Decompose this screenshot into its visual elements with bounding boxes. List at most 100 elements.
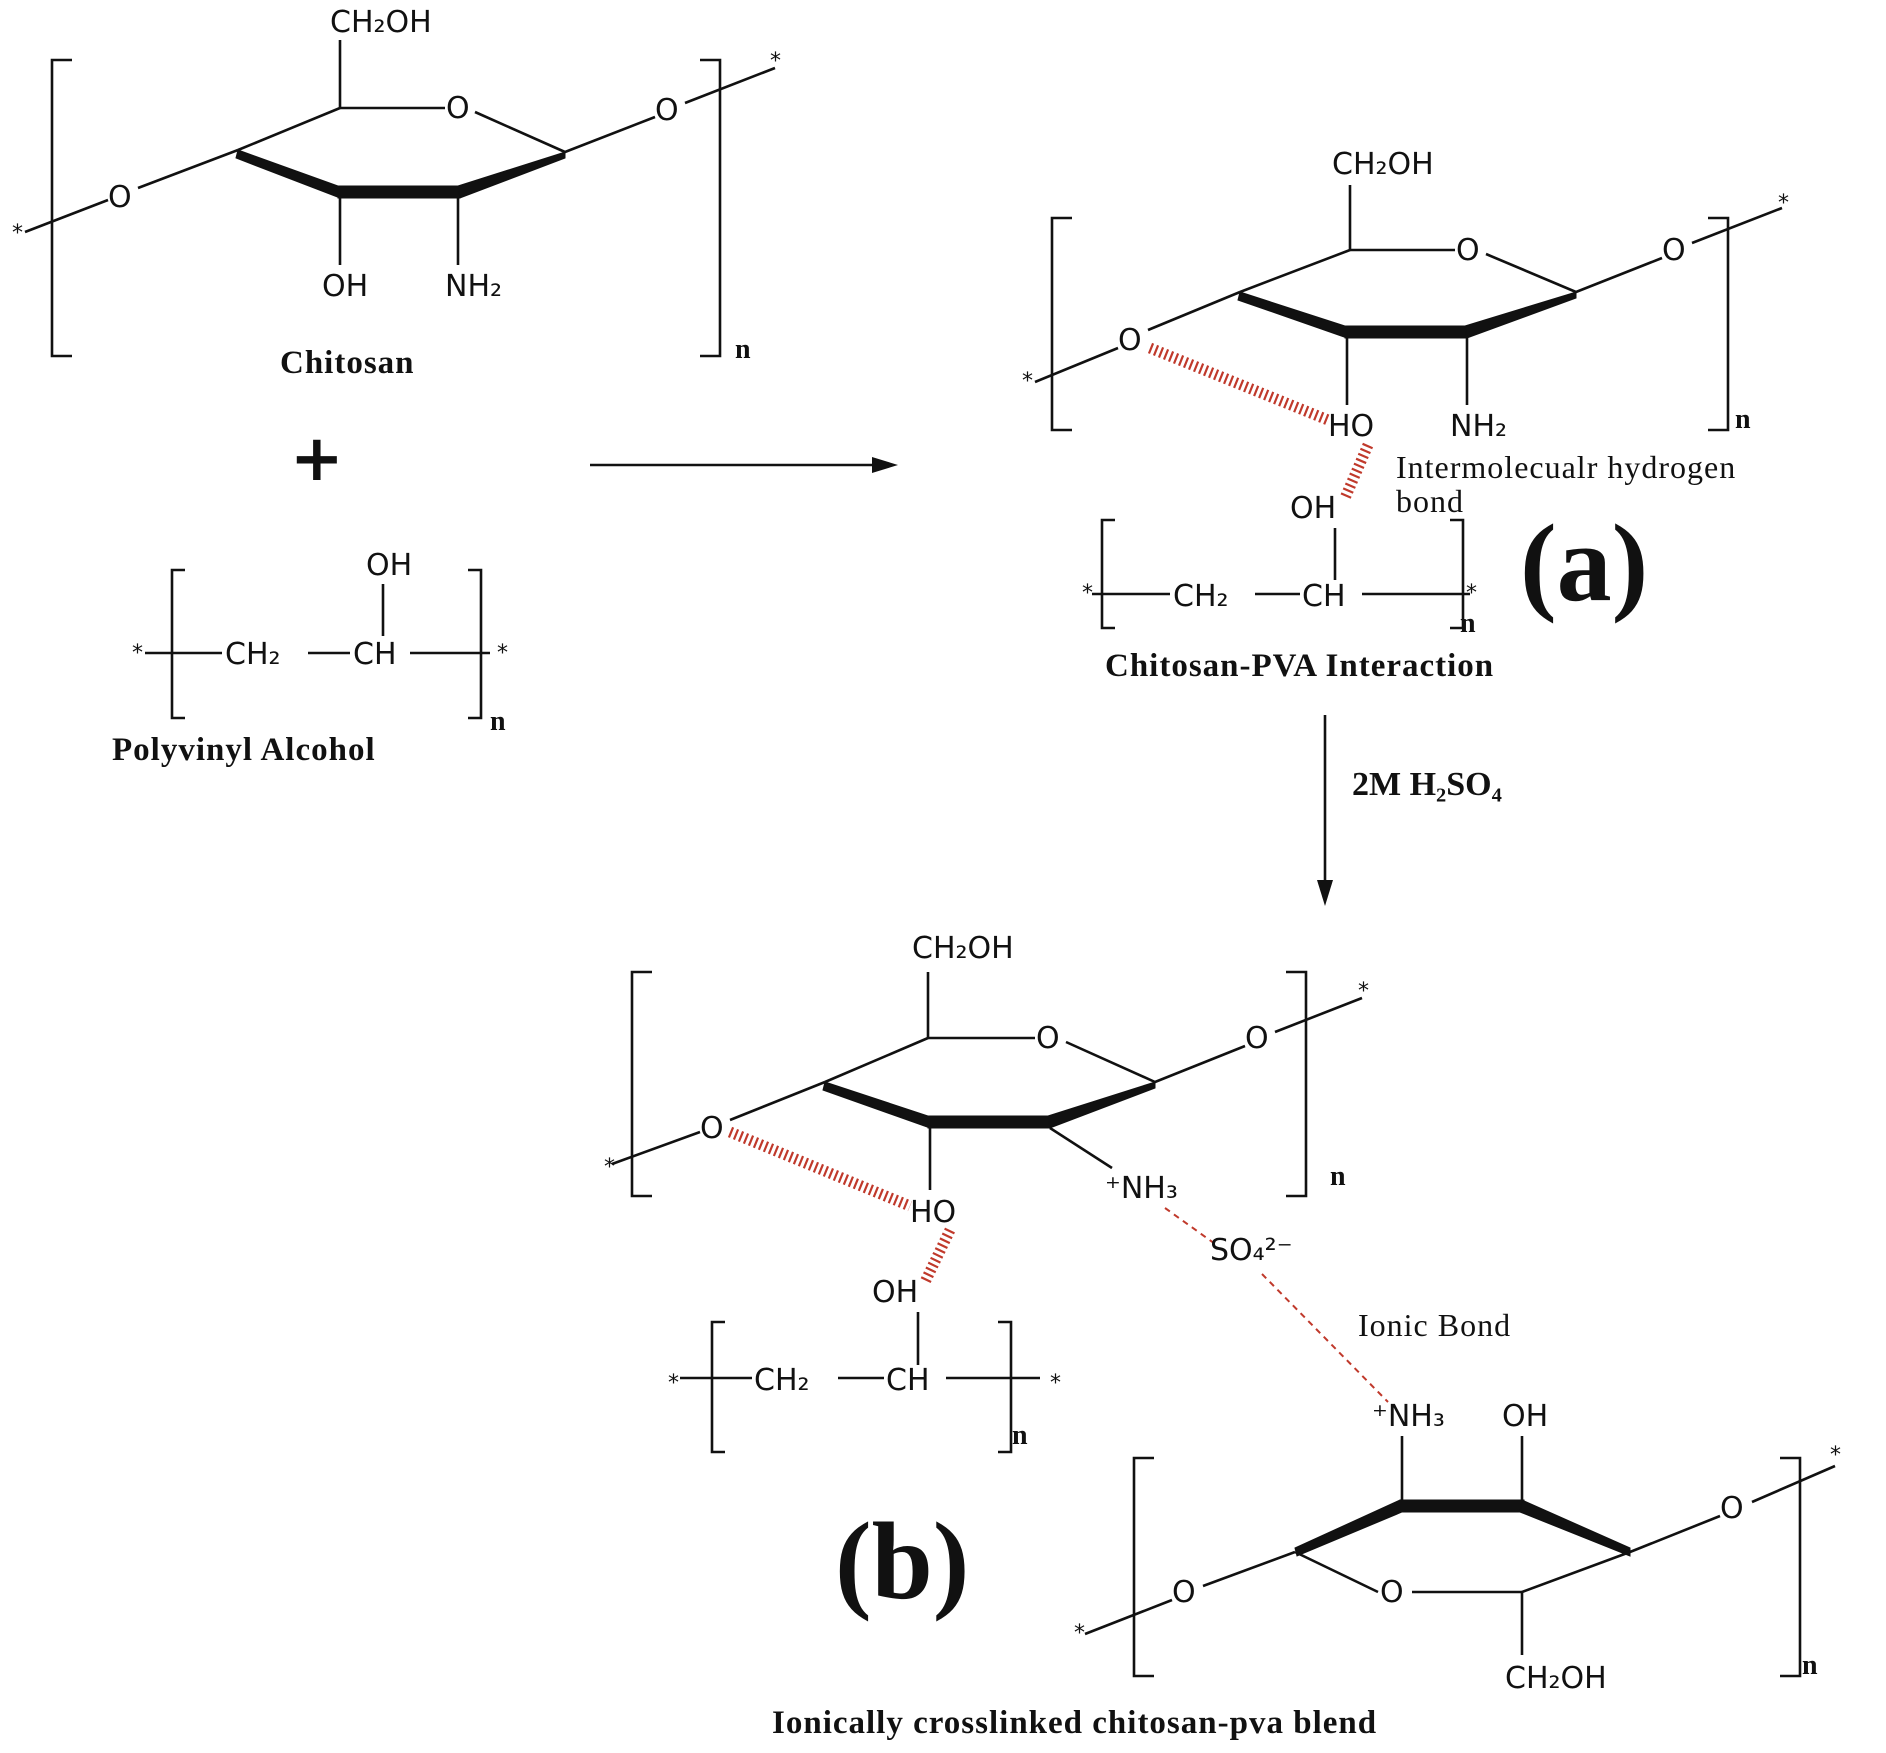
bond xyxy=(1521,1550,1631,1594)
a-repeat-n: n xyxy=(1735,404,1751,435)
b-pva-ch: CH xyxy=(886,1363,930,1398)
chitosan-bracket-right xyxy=(700,58,722,358)
a-star-right: * xyxy=(1778,191,1789,216)
hydrogen-bond xyxy=(727,1126,913,1212)
bond xyxy=(1691,206,1783,245)
a-pva-star-left: * xyxy=(1082,581,1093,606)
b-oh-bottom: OH xyxy=(1502,1399,1548,1434)
a-caption: Chitosan-PVA Interaction xyxy=(1105,648,1494,684)
b-star-left: * xyxy=(604,1155,615,1180)
bond xyxy=(137,148,239,190)
hydrogen-bond xyxy=(1147,342,1331,426)
bond xyxy=(1084,1598,1173,1636)
b2-ring-o: O xyxy=(1380,1575,1404,1610)
b-ch2oh-top: CH₂OH xyxy=(912,931,1014,966)
bond xyxy=(1065,1040,1156,1084)
chitosan-o-right: O xyxy=(655,93,679,128)
b-bracket-right xyxy=(1286,970,1308,1198)
b-star-right: * xyxy=(1358,979,1369,1004)
a-pva-bracket-left xyxy=(1100,518,1115,630)
bond xyxy=(1154,1044,1246,1084)
b2-repeat-n: n xyxy=(1802,1650,1818,1681)
b2-star-left: * xyxy=(1074,1621,1085,1646)
b-pva-star-left: * xyxy=(668,1371,679,1396)
pva-ch2: CH₂ xyxy=(225,637,281,672)
pva-star-right: * xyxy=(497,641,508,666)
wedge xyxy=(1399,1499,1525,1513)
wedge xyxy=(822,1081,931,1129)
bond xyxy=(1274,996,1363,1034)
b-ionic-note: Ionic Bond xyxy=(1358,1307,1511,1343)
b2-o-left: O xyxy=(1172,1575,1196,1610)
chitosan-star-left: * xyxy=(12,221,23,246)
a-bracket-left xyxy=(1050,216,1072,432)
bond xyxy=(1049,1126,1113,1170)
b-ho: HO xyxy=(910,1195,956,1230)
wedge xyxy=(1237,291,1348,339)
a-bracket-right xyxy=(1708,216,1730,432)
a-o-left: O xyxy=(1118,323,1142,358)
a-pva-bracket-right xyxy=(1450,518,1465,630)
b-sulfate: SO₄²⁻ xyxy=(1210,1233,1293,1268)
a-ch2oh: CH₂OH xyxy=(1332,147,1434,182)
b-repeat-n: n xyxy=(1330,1161,1346,1192)
b-pva-bracket-left xyxy=(710,1320,725,1454)
b-caption: Ionically crosslinked chitosan-pva blend xyxy=(772,1705,1377,1741)
b-nh3-bottom: ⁺NH₃ xyxy=(1372,1399,1445,1434)
a-o-right: O xyxy=(1662,233,1686,268)
wedge xyxy=(1344,325,1468,339)
b-pva-ch2: CH₂ xyxy=(754,1363,810,1398)
wedge xyxy=(1519,1499,1631,1557)
wedge xyxy=(1294,1499,1403,1557)
chitosan-oh: OH xyxy=(322,269,368,304)
a-ring-o: O xyxy=(1456,233,1480,268)
b2-bracket-right xyxy=(1780,1456,1802,1678)
a-pva-star-right: * xyxy=(1466,581,1477,606)
label-a: (a) xyxy=(1520,502,1648,624)
wedge xyxy=(1047,1081,1156,1129)
a-note-line1: Intermolecualr hydrogen xyxy=(1396,449,1736,485)
wedge xyxy=(235,149,341,199)
crosslink-arrow: 2M H₂SO₄ xyxy=(1317,715,1502,906)
b-o-right: O xyxy=(1245,1021,1269,1056)
plus-sign: + xyxy=(290,422,344,496)
a-ho: HO xyxy=(1328,409,1374,444)
b-pva-star-right: * xyxy=(1050,1371,1061,1396)
a-pva-ch2: CH₂ xyxy=(1173,579,1229,614)
pva-structure: * * n CH₂ CH OH Polyvinyl Alcohol xyxy=(112,548,508,768)
chitosan-o-left: O xyxy=(108,180,132,215)
b2-bracket-left xyxy=(1132,1456,1154,1678)
bond xyxy=(729,1080,826,1122)
bond xyxy=(1751,1464,1836,1504)
product-b-structure: * * n O O CH₂OH O HO ⁺NH₃ SO₄²⁻ Ionic Bo… xyxy=(604,931,1841,1741)
bond xyxy=(1485,252,1577,294)
pva-star-left: * xyxy=(132,641,143,666)
wedge xyxy=(927,1115,1051,1129)
bond xyxy=(1202,1550,1296,1588)
bond xyxy=(24,198,109,234)
bond xyxy=(1239,248,1351,294)
b-pva-repeat-n: n xyxy=(1012,1420,1028,1451)
b-o-left: O xyxy=(700,1111,724,1146)
condition-reagent: 2M H₂SO₄ xyxy=(1352,766,1502,803)
b-ch2oh-bottom: CH₂OH xyxy=(1505,1661,1607,1696)
bond xyxy=(1034,346,1119,384)
chitosan-bracket-left xyxy=(50,58,72,358)
wedge xyxy=(337,185,461,199)
chitosan-repeat-n: n xyxy=(735,334,751,365)
bond xyxy=(1575,256,1663,294)
pva-caption: Polyvinyl Alcohol xyxy=(112,732,376,768)
a-star-left: * xyxy=(1022,369,1033,394)
bond xyxy=(564,115,656,154)
a-note-line2: bond xyxy=(1396,483,1464,519)
reaction-arrow xyxy=(590,457,898,473)
bond xyxy=(1294,1550,1379,1594)
b-pva-oh: OH xyxy=(872,1275,918,1310)
a-pva-ch: CH xyxy=(1302,579,1346,614)
b-bracket-left xyxy=(630,970,652,1198)
bond xyxy=(684,66,776,105)
product-a-structure: * * n O O CH₂OH O HO NH₂ Intermolecualr … xyxy=(1022,147,1789,684)
hydrogen-bond xyxy=(1339,442,1374,501)
a-pva-oh: OH xyxy=(1290,491,1336,526)
